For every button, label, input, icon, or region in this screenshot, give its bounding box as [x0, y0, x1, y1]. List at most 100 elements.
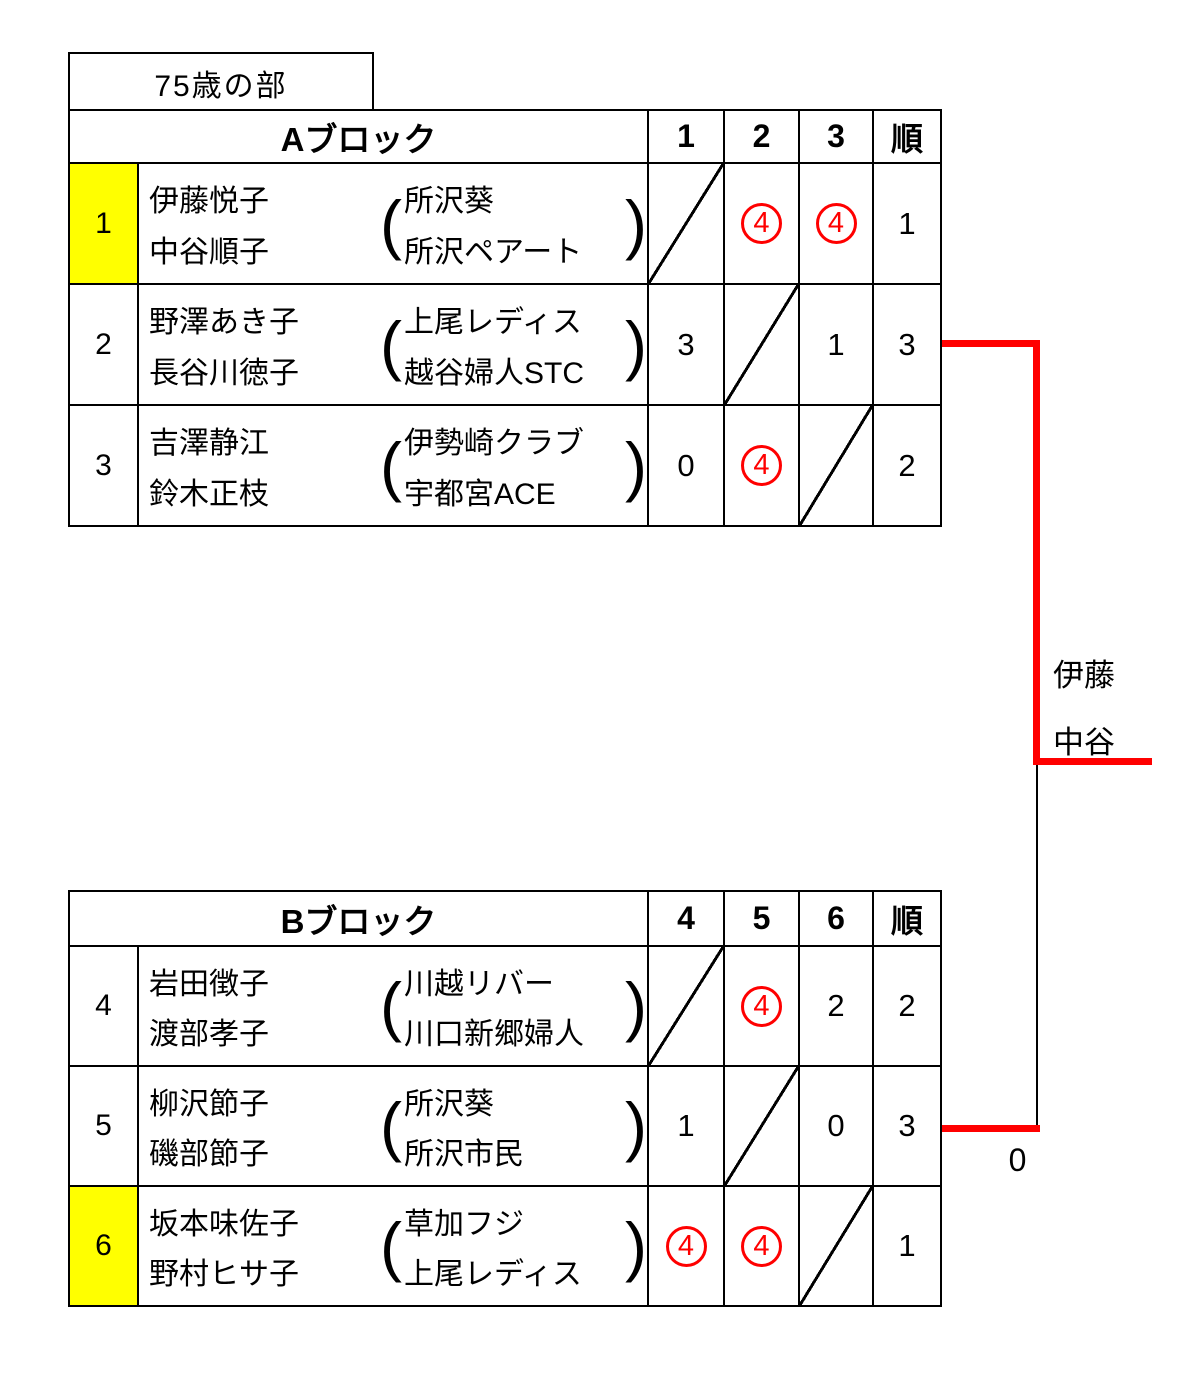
bracket-line-block-a: [942, 340, 1040, 347]
winner-name-2: 中谷: [1053, 725, 1115, 760]
bracket-line-block-b: [942, 1125, 1040, 1132]
col-header-1: 1: [647, 111, 723, 162]
circled-score: 4: [665, 1225, 707, 1267]
paren-close-glyph: ): [625, 186, 647, 261]
score-cell: 3: [647, 285, 723, 404]
paren-open-glyph: (: [380, 428, 402, 503]
score-cell: 4: [723, 947, 798, 1065]
club-name: 所沢市民: [404, 1138, 524, 1171]
club-name: 越谷婦人STC: [404, 356, 584, 390]
score-cell: 1: [647, 1067, 723, 1185]
player-name: 中谷順子: [149, 235, 269, 269]
col-header-4: 4: [647, 892, 723, 945]
circled-score: 4: [741, 203, 782, 244]
paren-close-glyph: ): [625, 1209, 647, 1283]
rank-cell: 3: [872, 1067, 940, 1185]
club-name: 所沢葵: [404, 185, 494, 219]
pair-cell: 伊藤悦子 中谷順子 ( 所沢葵 所沢ペアート ): [137, 164, 647, 283]
division-title: 75歳の部: [68, 52, 374, 111]
club-name: 草加フジ: [404, 1208, 524, 1241]
final-score: 0: [1008, 1142, 1027, 1178]
score-cell: 2: [798, 947, 872, 1065]
score-cell: 0: [647, 406, 723, 525]
table-row: 2 野澤あき子 長谷川徳子 ( 上尾レディス 越谷婦人STC ) 3 1 3: [70, 283, 940, 404]
club-names: 所沢葵 所沢市民: [404, 1067, 524, 1185]
club-names: 川越リバー 川口新郷婦人: [404, 947, 584, 1065]
player-names: 柳沢節子 磯部節子: [149, 1067, 269, 1185]
pair-cell: 吉澤静江 鈴木正枝 ( 伊勢崎クラブ 宇都宮ACE ): [137, 406, 647, 525]
pair-number: 6: [70, 1187, 137, 1305]
player-names: 坂本味佐子 野村ヒサ子: [149, 1187, 299, 1305]
score-cell: 4: [647, 1187, 723, 1305]
rank-cell: 2: [872, 406, 940, 525]
table-row: 5 柳沢節子 磯部節子 ( 所沢葵 所沢市民 ) 1 0 3: [70, 1065, 940, 1185]
pair-number: 2: [95, 327, 112, 361]
block-b-header-row: Bブロック 4 5 6 順: [70, 892, 940, 945]
club-name: 上尾レディス: [404, 306, 582, 340]
player-name: 吉澤静江: [149, 427, 269, 461]
player-name: 伊藤悦子: [149, 185, 269, 219]
club-name: 宇都宮ACE: [404, 477, 556, 511]
paren-open-glyph: (: [380, 1089, 402, 1163]
club-name: 上尾レディス: [404, 1258, 582, 1291]
col-header-3: 3: [798, 111, 872, 162]
score-cell: [723, 1067, 798, 1185]
circled-score: 4: [741, 1225, 782, 1267]
club-name: 伊勢崎クラブ: [404, 427, 584, 461]
pair-number: 4: [95, 989, 112, 1022]
pair-number: 1: [70, 164, 137, 283]
pair-number: 3: [95, 448, 112, 482]
club-name: 川越リバー: [404, 968, 554, 1001]
bracket-line-winner: [1033, 758, 1152, 765]
bracket-line-vertical: [1033, 340, 1040, 765]
player-name: 長谷川徳子: [149, 356, 299, 390]
block-b-table: Bブロック 4 5 6 順 4 岩田徴子 渡部孝子 ( 川越リバー 川口新郷婦人…: [68, 890, 942, 1307]
table-row: 4 岩田徴子 渡部孝子 ( 川越リバー 川口新郷婦人 ) 4 2 2: [70, 945, 940, 1065]
score-cell: 4: [723, 406, 798, 525]
player-name: 柳沢節子: [149, 1088, 269, 1121]
paren-open-glyph: (: [380, 186, 402, 261]
pair-cell: 柳沢節子 磯部節子 ( 所沢葵 所沢市民 ): [137, 1067, 647, 1185]
rank-cell: 1: [872, 164, 940, 283]
block-a-title: Aブロック: [280, 120, 437, 158]
pair-cell: 野澤あき子 長谷川徳子 ( 上尾レディス 越谷婦人STC ): [137, 285, 647, 404]
paren-close-glyph: ): [625, 307, 647, 382]
col-header-5: 5: [723, 892, 798, 945]
pair-cell: 坂本味佐子 野村ヒサ子 ( 草加フジ 上尾レディス ): [137, 1187, 647, 1305]
rank-cell: 1: [872, 1187, 940, 1305]
score-cell: [798, 406, 872, 525]
circled-score: 4: [741, 985, 782, 1027]
pair-cell: 岩田徴子 渡部孝子 ( 川越リバー 川口新郷婦人 ): [137, 947, 647, 1065]
club-names: 所沢葵 所沢ペアート: [404, 164, 582, 283]
player-name: 野村ヒサ子: [149, 1258, 299, 1291]
paren-open-glyph: (: [380, 307, 402, 382]
club-name: 所沢葵: [404, 1088, 494, 1121]
circled-score: 4: [741, 445, 782, 486]
player-name: 磯部節子: [149, 1138, 269, 1171]
col-header-rank: 順: [872, 111, 940, 162]
club-names: 伊勢崎クラブ 宇都宮ACE: [404, 406, 584, 525]
score-cell: 4: [798, 164, 872, 283]
score-cell: [798, 1187, 872, 1305]
rank-cell: 3: [872, 285, 940, 404]
player-name: 坂本味佐子: [149, 1208, 299, 1241]
club-name: 川口新郷婦人: [404, 1018, 584, 1051]
player-names: 吉澤静江 鈴木正枝: [149, 406, 269, 525]
score-cell: [647, 947, 723, 1065]
paren-open-glyph: (: [380, 1209, 402, 1283]
col-header-6: 6: [798, 892, 872, 945]
winner-name-1: 伊藤: [1053, 658, 1115, 693]
club-names: 上尾レディス 越谷婦人STC: [404, 285, 584, 404]
player-name: 渡部孝子: [149, 1018, 269, 1051]
player-name: 野澤あき子: [149, 306, 299, 340]
score-cell: 1: [798, 285, 872, 404]
player-names: 岩田徴子 渡部孝子: [149, 947, 269, 1065]
bracket-line-black: [1036, 765, 1038, 1125]
col-header-rank: 順: [872, 892, 940, 945]
player-name: 鈴木正枝: [149, 477, 269, 511]
paren-open-glyph: (: [380, 969, 402, 1043]
score-cell: [647, 164, 723, 283]
score-cell: 4: [723, 1187, 798, 1305]
club-names: 草加フジ 上尾レディス: [404, 1187, 582, 1305]
col-header-2: 2: [723, 111, 798, 162]
